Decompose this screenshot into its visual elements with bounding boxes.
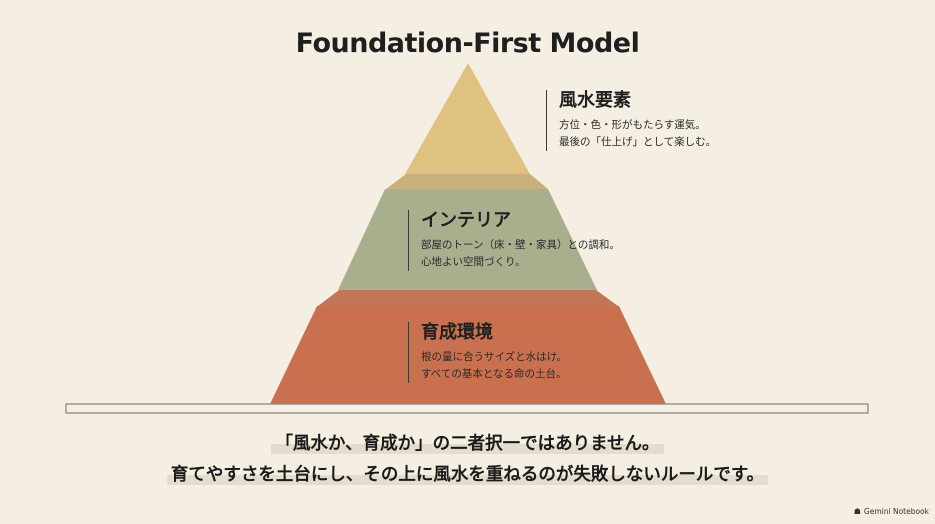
tier-middle-shape bbox=[338, 189, 597, 290]
page-title: Foundation-First Model bbox=[295, 28, 640, 59]
ground-base bbox=[65, 403, 869, 414]
tier-middle-line-2: 心地よい空間づくり。 bbox=[421, 256, 526, 268]
brand-label: Gemini Notebook bbox=[863, 507, 929, 516]
tier-base-shape bbox=[270, 306, 666, 404]
tier-top-label: 風水要素 方位・色・形がもたらす運気。 最後の「仕上げ」として楽しむ。 bbox=[546, 90, 716, 151]
tier-base-line-2: すべての基本となる命の土台。 bbox=[421, 368, 567, 380]
caption-line-2-text: 育てやすさを土台にし、その上に風水を重ねるのが失敗しないルールです。 bbox=[166, 465, 769, 485]
caption-line-2: 育てやすさを土台にし、その上に風水を重ねるのが失敗しないルールです。 bbox=[0, 461, 935, 486]
tier-middle-label: インテリア 部屋のトーン（床・壁・家具）との調和。 心地よい空間づくり。 bbox=[408, 210, 620, 271]
tier-base-line-1: 根の量に合うサイズと水はけ。 bbox=[421, 351, 568, 363]
tier-top-line-2: 最後の「仕上げ」として楽しむ。 bbox=[559, 136, 717, 148]
tier-top-shape bbox=[405, 63, 530, 174]
gemini-notebook-icon: ☗ bbox=[853, 507, 861, 516]
connector-top-middle bbox=[386, 174, 548, 189]
tier-top-line-1: 方位・色・形がもたらす運気。 bbox=[559, 119, 706, 131]
connector-middle-base bbox=[318, 290, 618, 306]
tier-base-heading: 育成環境 bbox=[421, 322, 493, 343]
caption-line-1-text: 「風水か、育成か」の二者択一ではありません。 bbox=[271, 434, 664, 454]
tier-middle-heading: インテリア bbox=[421, 210, 511, 231]
tier-top-heading: 風水要素 bbox=[559, 90, 631, 111]
brand-watermark: ☗ Gemini Notebook bbox=[854, 507, 929, 516]
tier-middle-line-1: 部屋のトーン（床・壁・家具）との調和。 bbox=[421, 239, 620, 251]
caption-line-1: 「風水か、育成か」の二者択一ではありません。 bbox=[0, 430, 935, 455]
tier-base-label: 育成環境 根の量に合うサイズと水はけ。 すべての基本となる命の土台。 bbox=[408, 322, 567, 383]
